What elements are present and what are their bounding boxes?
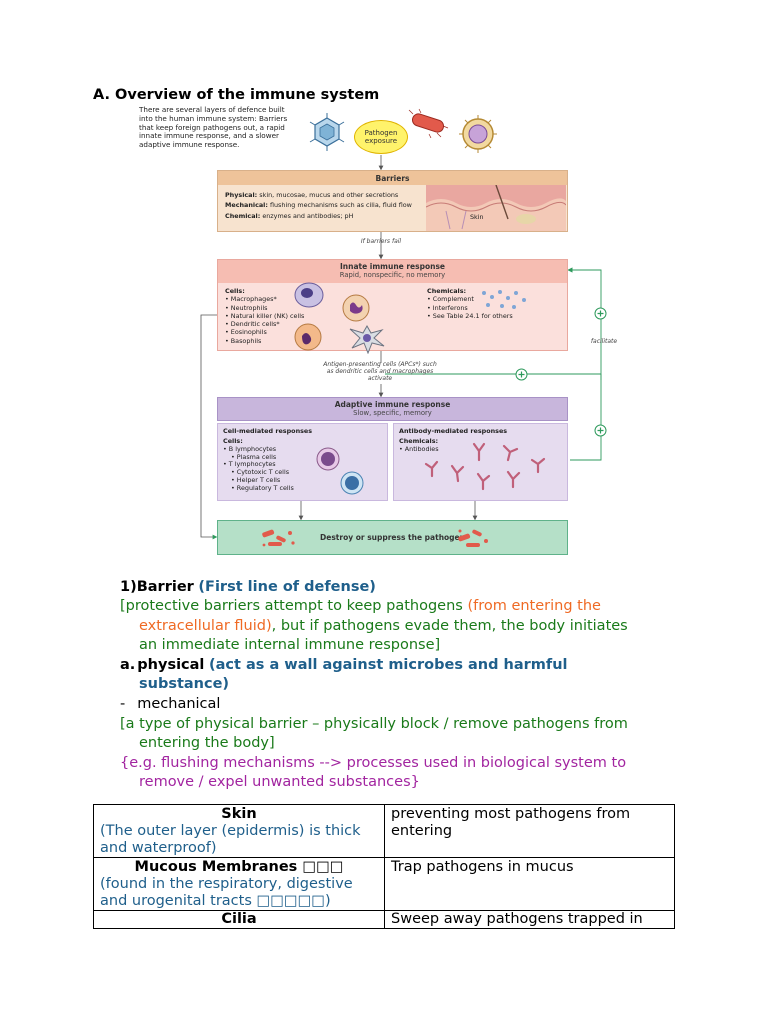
cell-mediated-item: • Cytotoxic T cells bbox=[231, 468, 290, 477]
cell-mediated-cells-label: Cells: bbox=[223, 437, 243, 445]
innate-chemical-item: • Interferons bbox=[427, 303, 468, 312]
if-barriers-fail-note: If barriers fail bbox=[360, 238, 402, 245]
barriers-title: Barriers bbox=[375, 174, 410, 183]
mechanical-example-cont: remove / expel unwanted substances} bbox=[139, 774, 420, 790]
barrier-description-line: extracellular fluid), but if pathogens e… bbox=[139, 618, 628, 634]
innate-chemical-item: • See Table 24.1 for others bbox=[427, 311, 513, 320]
adaptive-response-header: Adaptive immune response Slow, specific,… bbox=[217, 397, 568, 421]
barrier-description-line: [protective barriers attempt to keep pat… bbox=[120, 598, 601, 614]
immune-system-figure: There are several layers of defence buil… bbox=[135, 104, 617, 559]
enveloped-virus-icon bbox=[459, 115, 497, 153]
skin-illustration-icon bbox=[426, 185, 566, 231]
innate-response-box: Innate immune response Rapid, nonspecifi… bbox=[217, 259, 568, 354]
destroy-pathogen-box: Destroy or suppress the pathogen bbox=[217, 520, 568, 555]
lymphocyte-icon bbox=[340, 471, 364, 495]
mechanical-item: -mechanical bbox=[120, 696, 221, 712]
table-cell-note: (The outer layer (epidermis) is thick an… bbox=[100, 823, 361, 856]
figure-connectors bbox=[200, 155, 602, 540]
adaptive-title: Adaptive immune response bbox=[334, 400, 451, 409]
mechanical-text: flushing mechanisms such as cilia, fluid… bbox=[269, 201, 412, 210]
mechanical-description: [a type of physical barrier – physically… bbox=[120, 716, 628, 732]
cell-mediated-item: • Helper T cells bbox=[231, 475, 281, 484]
section-1-heading: 1)Barrier (First line of defense) bbox=[120, 579, 376, 595]
barriers-box: Barriers Physical: skin, mucosae, mucus … bbox=[217, 170, 568, 232]
plus-circle-icon bbox=[594, 424, 607, 437]
neutrophil-icon bbox=[294, 323, 322, 351]
innate-subtitle: Rapid, nonspecific, no memory bbox=[339, 271, 446, 279]
mechanical-description-cont: entering the body] bbox=[139, 735, 275, 751]
table-cell-note: (found in the respiratory, digestive and… bbox=[100, 876, 353, 909]
chemical-text: enzymes and antibodies; pH bbox=[262, 211, 354, 220]
cell-mediated-item: • Regulatory T cells bbox=[231, 483, 294, 492]
physical-heading-cont: substance) bbox=[139, 676, 230, 692]
figure-intro-text: There are several layers of defence buil… bbox=[139, 105, 288, 150]
innate-cell-item: • Eosinophils bbox=[225, 328, 267, 337]
mechanical-label: Mechanical: bbox=[225, 201, 268, 210]
table-row: Skin (The outer layer (epidermis) is thi… bbox=[93, 804, 675, 858]
table-cell-desc: preventing most pathogens from entering bbox=[391, 806, 631, 839]
innate-chemical-item: • Complement bbox=[427, 295, 474, 304]
adaptive-subtitle: Slow, specific, memory bbox=[353, 409, 432, 417]
apc-note: Antigen-presenting cells (APCs*) such as… bbox=[323, 361, 437, 382]
chemical-label: Chemical: bbox=[225, 211, 261, 220]
cell-mediated-box: Cell-mediated responses Cells: • B lymph… bbox=[217, 423, 388, 501]
barrier-description-line: an immediate internal immune response] bbox=[139, 637, 441, 653]
pathogen-fragment-icon bbox=[458, 529, 488, 547]
table-cell-head: Skin bbox=[221, 806, 257, 822]
cell-mediated-item: • T lymphocytes bbox=[223, 460, 276, 469]
bacterium-icon bbox=[408, 108, 449, 138]
skin-label: Skin bbox=[470, 213, 484, 221]
innate-cell-item: • Neutrophils bbox=[225, 303, 268, 312]
antibody-chemicals-label: Chemicals: bbox=[399, 437, 439, 445]
table-cell-desc: Trap pathogens in mucus bbox=[391, 859, 574, 875]
virus-icon bbox=[309, 113, 345, 151]
physical-label: Physical: bbox=[225, 191, 258, 199]
innate-cell-item: • Natural killer (NK) cells bbox=[225, 311, 305, 320]
barrier-table: Skin (The outer layer (epidermis) is thi… bbox=[93, 804, 675, 929]
mechanical-example: {e.g. flushing mechanisms --> processes … bbox=[120, 755, 627, 771]
cell-mediated-item: • B lymphocytes bbox=[223, 444, 277, 453]
pathogen-fragment-icon bbox=[262, 529, 295, 547]
dendritic-cell-icon bbox=[349, 324, 385, 354]
table-cell-head: Mucous Membranes □□□ bbox=[134, 859, 344, 875]
macrophage-icon bbox=[294, 282, 324, 308]
physical-text: skin, mucosae, mucus and other secretion… bbox=[259, 191, 399, 199]
cell-mediated-item: • Plasma cells bbox=[231, 452, 277, 461]
table-cell-head: Cilia bbox=[221, 911, 257, 927]
plus-circle-icon bbox=[594, 307, 607, 320]
neutrophil-icon bbox=[342, 294, 370, 322]
table-row: Mucous Membranes □□□ (found in the respi… bbox=[93, 857, 675, 911]
innate-chemicals-label: Chemicals: bbox=[427, 287, 467, 295]
innate-cells-label: Cells: bbox=[225, 287, 245, 295]
pathogen-exposure-bubble: Pathogen exposure bbox=[354, 120, 408, 154]
antibody-icon bbox=[424, 442, 546, 491]
physical-heading: a.physical (act as a wall against microb… bbox=[120, 657, 568, 673]
facilitate-note: facilitate bbox=[590, 338, 618, 345]
complement-molecules-icon bbox=[482, 290, 526, 309]
plus-circle-icon bbox=[515, 368, 528, 381]
destroy-text: Destroy or suppress the pathogen bbox=[320, 533, 465, 542]
innate-title: Innate immune response bbox=[339, 262, 446, 271]
innate-cell-item: • Basophils bbox=[225, 336, 262, 345]
table-cell-desc: Sweep away pathogens trapped in bbox=[391, 911, 643, 927]
innate-cell-item: • Macrophages* bbox=[225, 295, 277, 304]
table-row: Cilia Sweep away pathogens trapped in bbox=[93, 910, 675, 929]
innate-cell-item: • Dendritic cells* bbox=[225, 320, 280, 329]
antibody-mediated-box: Antibody-mediated responses Chemicals: •… bbox=[393, 423, 568, 501]
antibody-item: • Antibodies bbox=[399, 444, 439, 453]
lymphocyte-icon bbox=[316, 447, 340, 471]
page-heading: A. Overview of the immune system bbox=[93, 87, 380, 103]
antibody-mediated-title: Antibody-mediated responses bbox=[399, 427, 508, 435]
cell-mediated-title: Cell-mediated responses bbox=[223, 427, 313, 435]
